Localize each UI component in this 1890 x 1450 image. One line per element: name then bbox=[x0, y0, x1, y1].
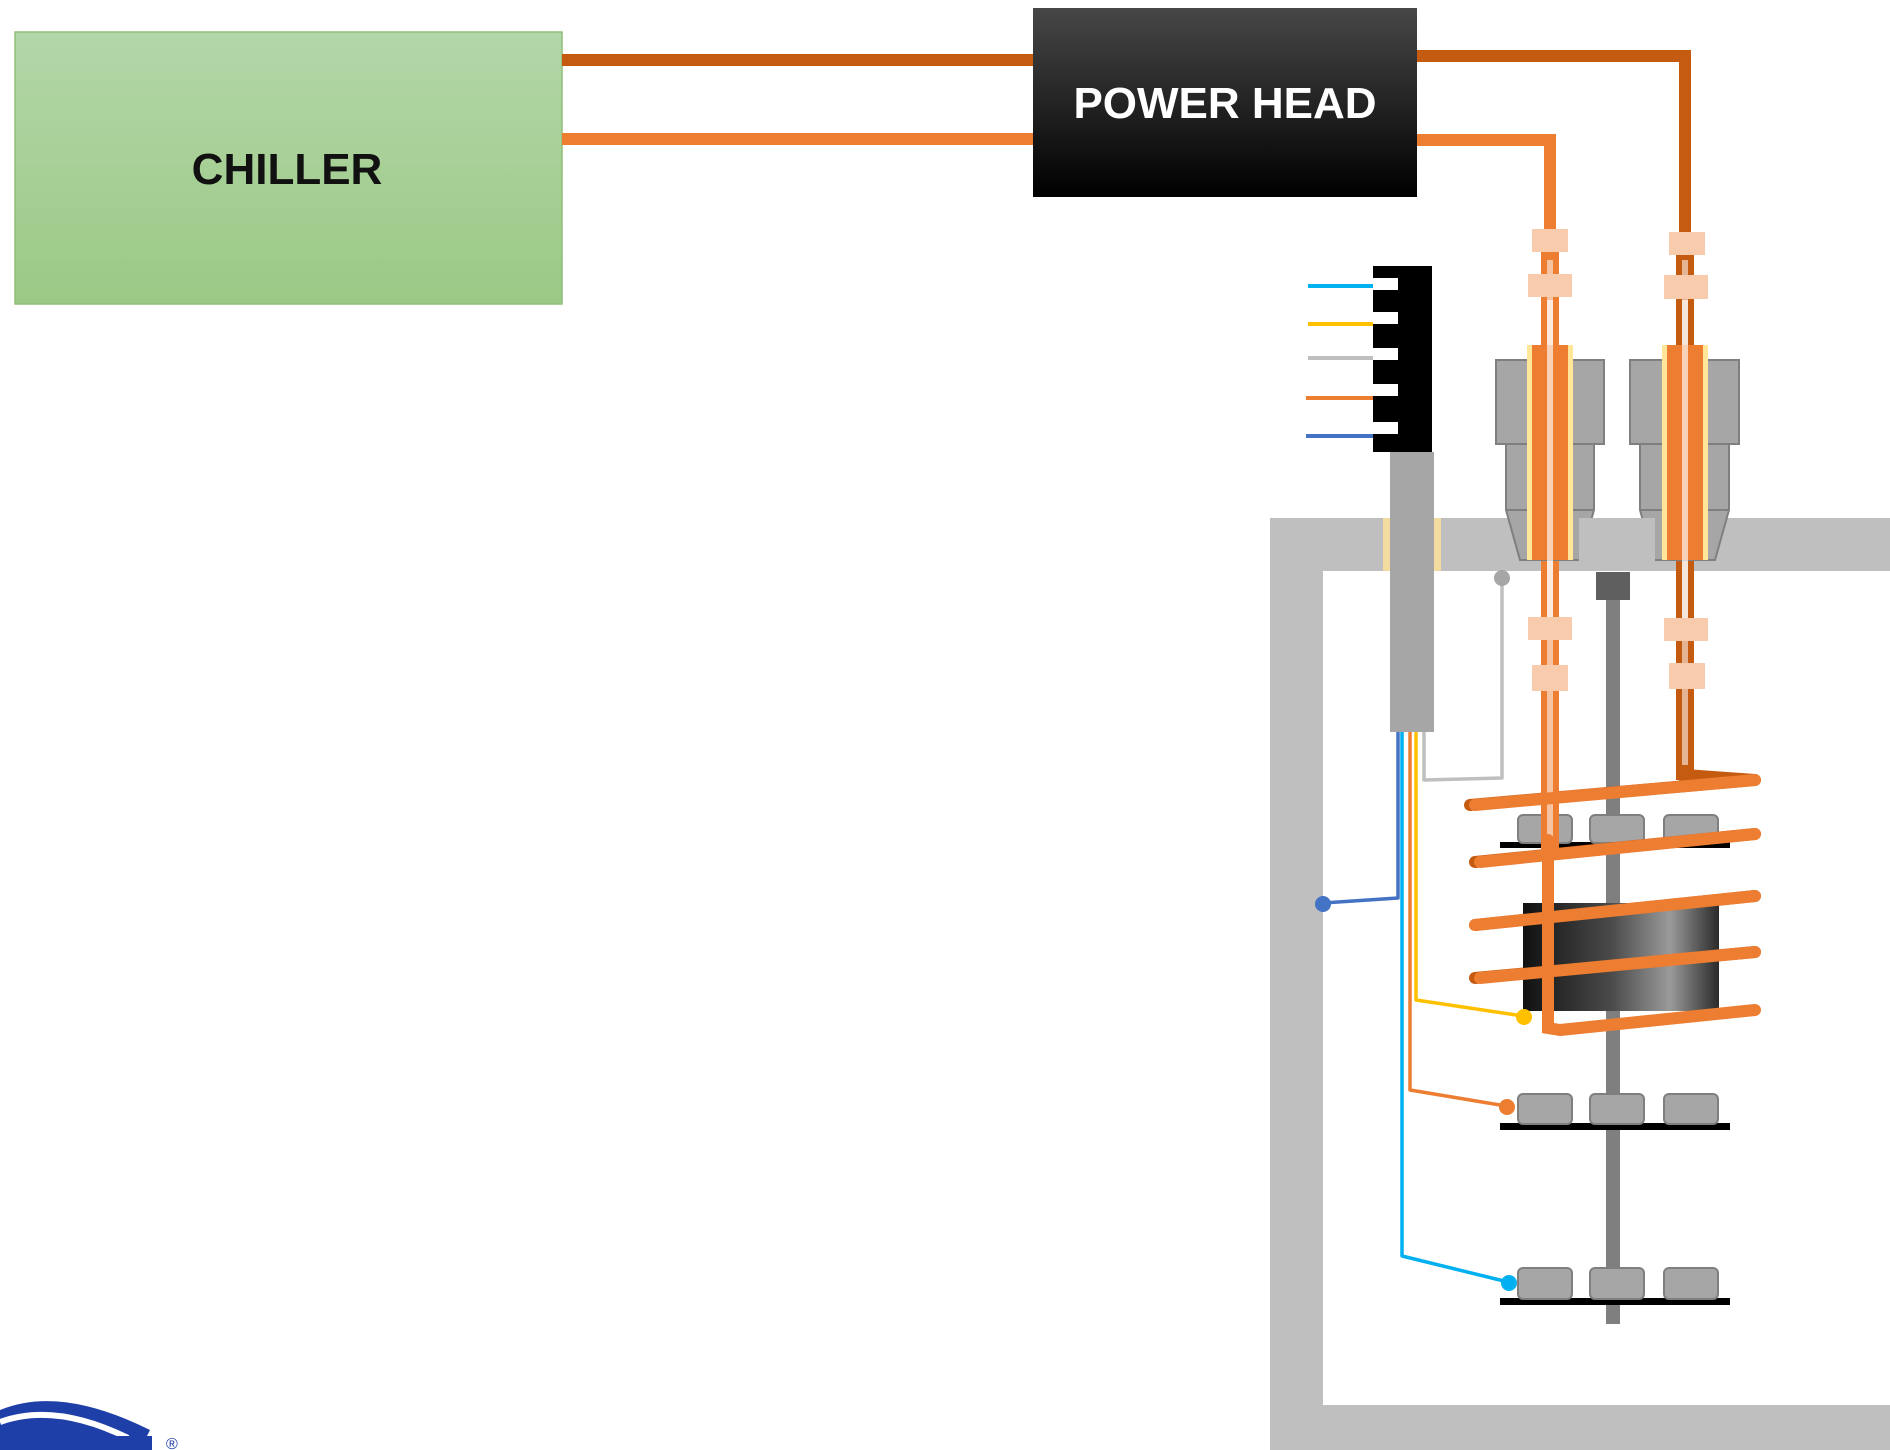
chiller-box bbox=[14, 31, 563, 305]
sensor-point-yellow bbox=[1516, 1009, 1532, 1025]
coolant-connectors bbox=[1528, 229, 1708, 691]
wire-sky bbox=[1400, 732, 1509, 1284]
impeller-blade bbox=[1517, 1093, 1573, 1125]
connector bbox=[1664, 275, 1708, 299]
power-head-unit: POWER HEAD bbox=[1033, 8, 1417, 197]
connector bbox=[1532, 229, 1568, 252]
impeller-blade bbox=[1589, 1267, 1645, 1300]
sensor-point-blue bbox=[1315, 896, 1331, 912]
registered-mark: ® bbox=[166, 1436, 178, 1450]
chiller-label: CHILLER bbox=[192, 145, 383, 194]
impeller-bar-2 bbox=[1500, 1123, 1730, 1130]
thermocouple-assembly bbox=[1306, 266, 1532, 1291]
power-head-box bbox=[1033, 8, 1417, 197]
impeller-blade bbox=[1663, 1267, 1719, 1300]
coolant-lines bbox=[562, 50, 1691, 232]
sensor-point-sky bbox=[1501, 1275, 1517, 1291]
impeller-blade bbox=[1589, 814, 1645, 844]
wire-yellow bbox=[1414, 732, 1524, 1018]
connector bbox=[1528, 274, 1572, 297]
coolant-lead-right bbox=[1416, 50, 1691, 232]
coolant-lead-left bbox=[1416, 134, 1556, 230]
induction-coil-front bbox=[1469, 774, 1761, 1036]
impeller-blade bbox=[1589, 1093, 1645, 1125]
sensor-point-silver bbox=[1494, 570, 1510, 586]
impeller-blade bbox=[1517, 1267, 1573, 1300]
impeller-blade bbox=[1663, 1093, 1719, 1125]
probe-sheath bbox=[1390, 452, 1434, 732]
sensor-wires bbox=[1322, 578, 1524, 1284]
impeller-bar-3 bbox=[1500, 1298, 1730, 1305]
lid-seal-right bbox=[1433, 518, 1441, 571]
lid-seal-left bbox=[1383, 518, 1391, 571]
shaft-coupling bbox=[1596, 572, 1630, 600]
lid-center-block bbox=[1579, 518, 1655, 571]
feedthrough-left bbox=[1495, 300, 1605, 640]
wire-silver bbox=[1422, 578, 1504, 782]
sensor-point-orange bbox=[1499, 1099, 1515, 1115]
wire-blue bbox=[1322, 732, 1400, 905]
connector bbox=[1532, 665, 1568, 691]
connector bbox=[1669, 663, 1705, 689]
connector bbox=[1528, 617, 1572, 640]
power-head-label: POWER HEAD bbox=[1073, 79, 1376, 128]
connector bbox=[1664, 618, 1708, 641]
chiller-unit: CHILLER bbox=[14, 31, 563, 305]
feedthrough-right bbox=[1629, 300, 1740, 640]
company-logo: ® bbox=[0, 1401, 178, 1450]
connector bbox=[1669, 232, 1705, 255]
wire-orange bbox=[1408, 732, 1507, 1108]
reactor-vessel bbox=[1270, 518, 1890, 1450]
thermocouple-connector bbox=[1373, 266, 1432, 452]
